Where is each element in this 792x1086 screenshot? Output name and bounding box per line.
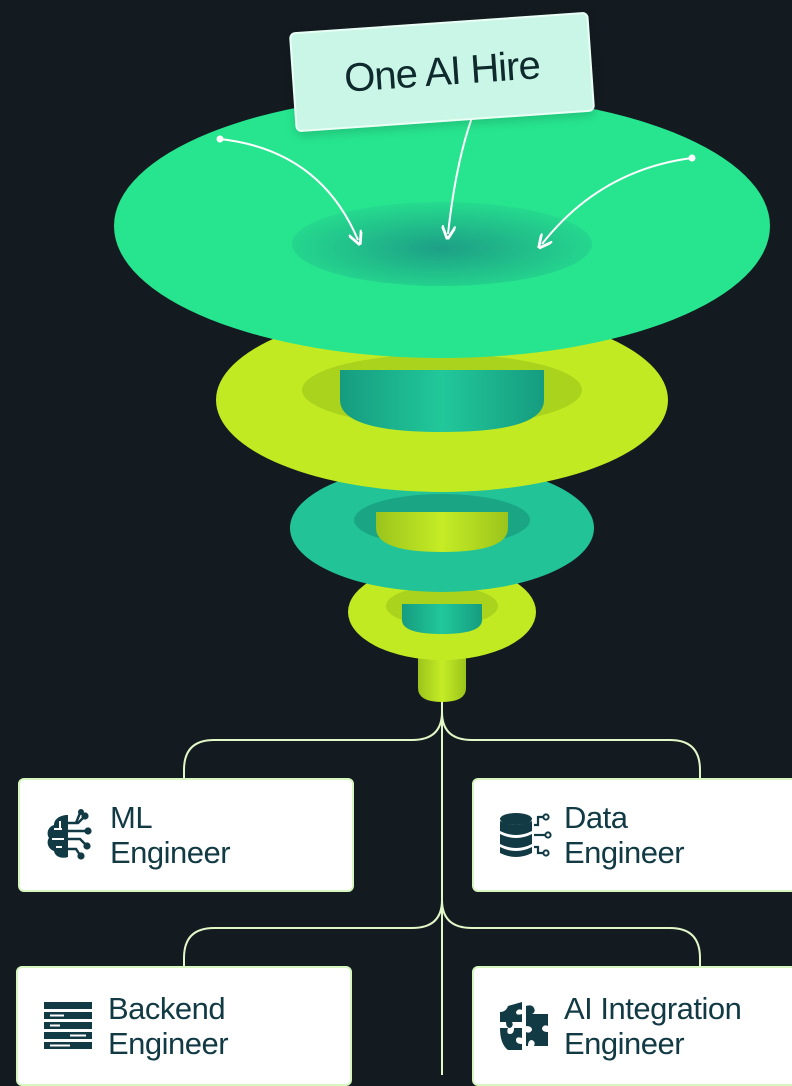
- funnel-tier-4: [348, 564, 536, 702]
- ai-integration-engineer-line2: Engineer: [564, 1026, 685, 1061]
- backend-engineer-label: Backend Engineer: [108, 991, 229, 1061]
- backend-engineer-card: Backend Engineer: [16, 966, 352, 1086]
- ml-engineer-line2: Engineer: [110, 835, 231, 870]
- data-engineer-line2: Engineer: [564, 835, 685, 870]
- data-engineer-line1: Data: [564, 800, 628, 835]
- ml-engineer-card: ML Engineer: [18, 778, 354, 892]
- puzzle-icon: [500, 1002, 548, 1050]
- brain-circuit-icon: [47, 809, 92, 860]
- funnel-tier-3: [290, 464, 594, 592]
- inflow-arrows: [216, 111, 696, 244]
- server-stack-icon: [44, 1002, 92, 1049]
- backend-engineer-line2: Engineer: [108, 1026, 229, 1061]
- ai-integration-engineer-card: AI Integration Engineer: [472, 966, 792, 1086]
- hire-tag-text: One AI Hire: [342, 42, 542, 101]
- ml-engineer-line1: ML: [110, 800, 153, 835]
- backend-engineer-line1: Backend: [108, 991, 226, 1026]
- one-ai-hire-tag: One AI Hire: [288, 11, 596, 133]
- data-engineer-label: Data Engineer: [564, 800, 685, 870]
- ai-integration-engineer-line1: AI Integration: [564, 991, 742, 1026]
- ml-engineer-label: ML Engineer: [110, 800, 231, 870]
- database-icon: [500, 813, 552, 857]
- funnel-tier-2: [216, 308, 668, 492]
- ai-integration-engineer-label: AI Integration Engineer: [564, 991, 742, 1061]
- data-engineer-card: Data Engineer: [472, 778, 792, 892]
- connector-lines: [183, 690, 701, 1075]
- funnel-tier-1: [114, 94, 770, 358]
